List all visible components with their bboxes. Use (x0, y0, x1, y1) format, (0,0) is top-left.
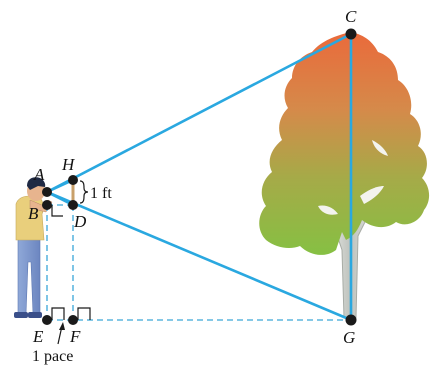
height-brace (79, 180, 89, 204)
point-D (68, 200, 78, 210)
points (42, 28, 357, 326)
point-H (68, 175, 78, 185)
label-A: A (33, 165, 45, 184)
sight-line-A-C (45, 32, 353, 194)
sight-line-A-G (45, 190, 353, 322)
label-D: D (73, 212, 87, 231)
tree-foliage (259, 32, 430, 255)
point-C (345, 28, 357, 40)
tree-branch-gap (360, 186, 384, 204)
point-E (42, 315, 52, 325)
right-angle-marker-B (51, 205, 63, 217)
tree (259, 32, 430, 319)
point-F (68, 315, 78, 325)
person-shoe (14, 312, 28, 318)
person (14, 177, 53, 318)
point-B (42, 200, 52, 210)
right-angle-marker-E (51, 307, 65, 320)
pace-note: 1 pace (32, 348, 73, 365)
right-angle-marker-F (77, 307, 91, 320)
label-G: G (343, 328, 355, 347)
tree-branch-gap (318, 205, 338, 215)
height-note: 1 ft (90, 185, 112, 202)
person-legs (17, 237, 41, 315)
label-C: C (345, 7, 357, 26)
person-hair (27, 177, 46, 190)
label-F: F (69, 327, 81, 346)
right-angle-markers (51, 205, 91, 320)
person-shoe (28, 312, 42, 318)
label-H: H (61, 155, 76, 174)
pace-arrow (57, 322, 65, 345)
point-A (42, 187, 52, 197)
label-E: E (32, 327, 44, 346)
tree-branch-gap (372, 140, 388, 156)
point-G (345, 314, 357, 326)
label-B: B (28, 204, 39, 223)
